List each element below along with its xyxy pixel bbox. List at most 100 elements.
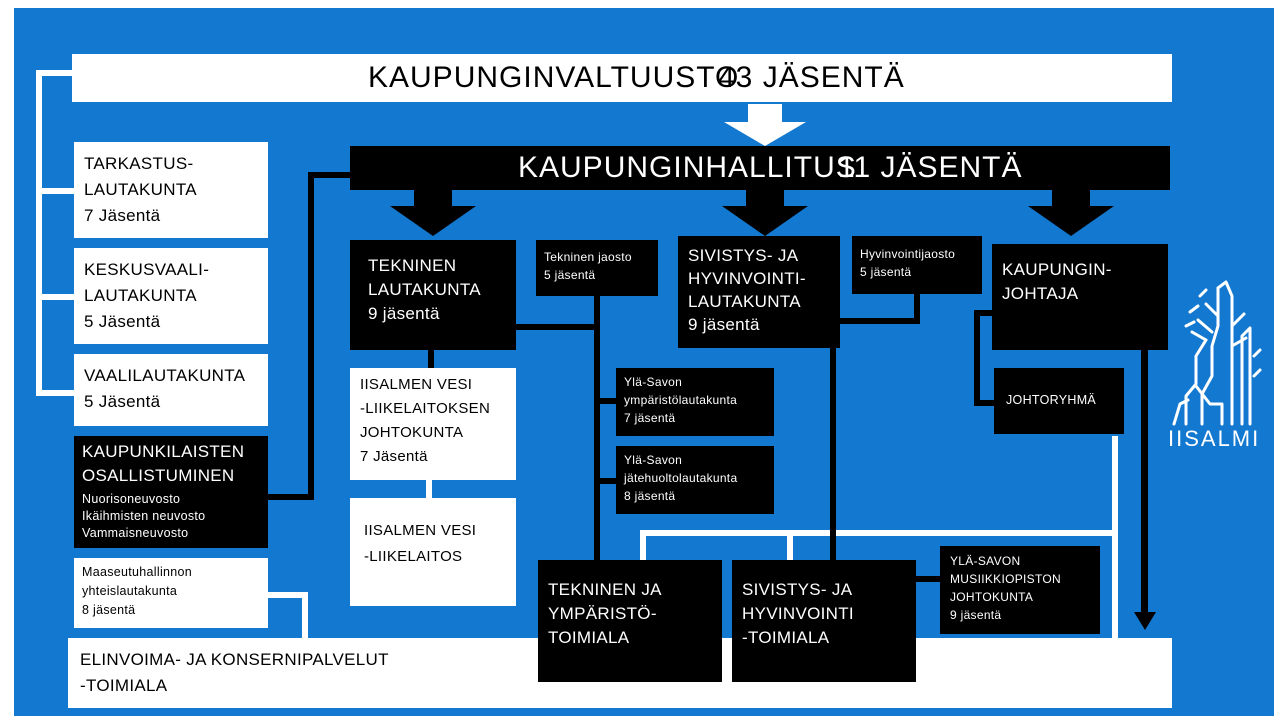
- tekninen-jaosto-line-1: Tekninen jaosto: [544, 250, 632, 264]
- council-members: 43 JÄSENTÄ: [718, 61, 905, 94]
- hyvinvointijaosto-line-2: 5 jäsentä: [860, 265, 912, 279]
- sivistys-lautakunta-line-3: LAUTAKUNTA: [688, 292, 801, 311]
- connector-tekninen-jaosto: [594, 296, 600, 566]
- connector-johtaja-bottom: [974, 400, 996, 406]
- tarkastus-line-2: LAUTAKUNTA: [84, 180, 197, 199]
- kaupunginjohtaja-line-2: JOHTAJA: [1002, 284, 1079, 303]
- vesi-johtokunta-line-3: JOHTOKUNTA: [360, 424, 464, 441]
- connector-osallistuminen-v: [308, 172, 314, 500]
- iisalmi-logo: IISALMI: [1166, 276, 1264, 460]
- arrow-board-tekninen: [390, 188, 476, 236]
- tekninen-lautakunta-box: TEKNINEN LAUTAKUNTA 9 jäsentä: [350, 240, 516, 350]
- connector-johtaja-top: [974, 310, 996, 316]
- vesi-johtokunta-line-4: 7 Jäsentä: [360, 448, 428, 465]
- connector-left-top: [36, 70, 76, 76]
- osallistuminen-item-2: Ikäihmisten neuvosto: [82, 509, 206, 523]
- connector-osallistuminen-h: [266, 494, 314, 500]
- osallistuminen-item-3: Vammaisneuvosto: [82, 526, 189, 540]
- connector-johtaja-v: [974, 310, 980, 406]
- council-name: KAUPUNGINVALTUUSTO: [368, 61, 740, 94]
- connector-maaseutu-h: [266, 592, 308, 598]
- tekninen-lautakunta-line-3: 9 jäsentä: [368, 304, 440, 323]
- sivistys-lautakunta-line-2: HYVINVOINTI-: [688, 269, 806, 288]
- connector-left-keskusvaali: [36, 294, 76, 300]
- board-members: 11 JÄSENTÄ: [838, 151, 1023, 184]
- keskusvaali-line-2: LAUTAKUNTA: [84, 286, 197, 305]
- maaseutu-line-1: Maaseutuhallinnon: [82, 565, 193, 579]
- hyvinvointijaosto-box: Hyvinvointijaosto 5 jäsentä: [852, 236, 982, 294]
- connector-tekninen-vesi: [428, 350, 434, 370]
- jatehuoltolautakunta-box: Ylä-Savon jätehuoltolautakunta 8 jäsentä: [616, 446, 774, 514]
- ymparisto-line-3: 7 jäsentä: [624, 411, 676, 425]
- sivistys-toimiala-line-2: HYVINVOINTI: [742, 604, 854, 623]
- keskusvaali-line-1: KESKUSVAALI-: [84, 260, 210, 279]
- connector-maaseutu-v: [302, 592, 308, 640]
- connector-vesi: [426, 480, 432, 500]
- connector-left-vertical: [36, 70, 42, 396]
- jatehuolto-line-3: 8 jäsentä: [624, 489, 676, 503]
- arrow-council-board: [724, 104, 806, 146]
- elinvoima-line-1: ELINVOIMA- JA KONSERNIPALVELUT: [80, 650, 389, 669]
- osallistuminen-title-1: KAUPUNKILAISTEN: [82, 442, 245, 461]
- tarkastus-line-3: 7 Jäsentä: [84, 206, 161, 225]
- johtoryhma-box: JOHTORYHMÄ: [994, 368, 1124, 434]
- connector-tekninen-h: [516, 324, 600, 330]
- ymparisto-line-2: ympäristölautakunta: [624, 393, 738, 407]
- vesi-johtokunta-line-2: -LIIKELAITOKSEN: [360, 400, 491, 417]
- tekninen-lautakunta-line-1: TEKNINEN: [368, 256, 457, 275]
- tree-icon: [1172, 280, 1262, 426]
- connector-toimiala-v3: [1112, 436, 1118, 640]
- board-name: KAUPUNGINHALLITUS: [518, 151, 857, 184]
- connector-osallistuminen-top: [308, 172, 352, 178]
- keskusvaali-line-3: 5 Jäsentä: [84, 312, 161, 331]
- tekninen-jaosto-box: Tekninen jaosto 5 jäsentä: [536, 240, 658, 296]
- connector-toimiala-v1: [640, 530, 646, 562]
- arrow-johtaja-down: [1134, 612, 1156, 630]
- musiikkiopisto-box: YLÄ-SAVON MUSIIKKIOPISTON JOHTOKUNTA 9 j…: [940, 546, 1100, 634]
- kaupunginjohtaja-line-1: KAUPUNGIN-: [1002, 260, 1112, 279]
- connector-toimiala-v2: [787, 530, 793, 562]
- vesi-liikelaitos-line-2: -LIIKELAITOS: [364, 548, 463, 565]
- connector-jatehuolto: [594, 478, 618, 484]
- tekninen-toimiala-line-3: TOIMIALA: [548, 628, 630, 647]
- maaseutu-box: Maaseutuhallinnon yhteislautakunta 8 jäs…: [74, 558, 268, 628]
- connector-left-tarkastus: [36, 188, 76, 194]
- connector-hyvinvointi-h: [836, 318, 920, 324]
- connector-johtaja-down: [1141, 350, 1148, 616]
- sivistys-toimiala-line-3: -TOIMIALA: [742, 628, 830, 647]
- jatehuolto-line-1: Ylä-Savon: [624, 453, 683, 467]
- tekninen-toimiala-box: TEKNINEN JA YMPÄRISTÖ- TOIMIALA: [538, 560, 722, 682]
- elinvoima-line-2: -TOIMIALA: [80, 676, 168, 695]
- maaseutu-line-2: yhteislautakunta: [82, 584, 178, 598]
- hyvinvointijaosto-line-1: Hyvinvointijaosto: [860, 247, 956, 261]
- johtoryhma-label: JOHTORYHMÄ: [1006, 393, 1097, 407]
- connector-toimiala-h: [640, 530, 1118, 536]
- sivistys-lautakunta-line-4: 9 jäsentä: [688, 315, 760, 334]
- vesi-johtokunta-box: IISALMEN VESI -LIIKELAITOKSEN JOHTOKUNTA…: [350, 368, 516, 480]
- arrow-board-sivistys: [722, 188, 808, 236]
- osallistuminen-item-1: Nuorisoneuvosto: [82, 492, 181, 506]
- council-box: KAUPUNGINVALTUUSTO 43 JÄSENTÄ: [72, 54, 1172, 102]
- tarkastus-line-1: TARKASTUS-: [84, 154, 194, 173]
- tekninen-jaosto-line-2: 5 jäsentä: [544, 268, 596, 282]
- vesi-johtokunta-line-1: IISALMEN VESI: [360, 376, 473, 393]
- vesi-liikelaitos-box: IISALMEN VESI -LIIKELAITOS: [350, 498, 516, 606]
- osallistuminen-box: KAUPUNKILAISTEN OSALLISTUMINEN Nuorisone…: [74, 436, 268, 548]
- musiikkiopisto-line-3: JOHTOKUNTA: [950, 590, 1034, 604]
- connector-left-vaali: [36, 390, 76, 396]
- sivistys-toimiala-box: SIVISTYS- JA HYVINVOINTI -TOIMIALA: [732, 560, 916, 682]
- jatehuolto-line-2: jätehuoltolautakunta: [624, 471, 738, 485]
- kaupunginjohtaja-box: KAUPUNGIN- JOHTAJA: [992, 244, 1168, 350]
- maaseutu-line-3: 8 jäsentä: [82, 603, 136, 617]
- sivistys-lautakunta-line-1: SIVISTYS- JA: [688, 246, 799, 265]
- logo-text: IISALMI: [1168, 426, 1261, 451]
- sivistys-toimiala-line-1: SIVISTYS- JA: [742, 580, 853, 599]
- vaali-line-1: VAALILAUTAKUNTA: [84, 366, 246, 385]
- musiikkiopisto-line-1: YLÄ-SAVON: [950, 554, 1021, 568]
- ymparistolautakunta-box: Ylä-Savon ympäristölautakunta 7 jäsentä: [616, 368, 774, 436]
- tekninen-toimiala-line-2: YMPÄRISTÖ-: [548, 604, 657, 623]
- tekninen-lautakunta-line-2: LAUTAKUNTA: [368, 280, 481, 299]
- connector-sivistys-v: [830, 346, 836, 566]
- connector-musiikki: [912, 576, 942, 582]
